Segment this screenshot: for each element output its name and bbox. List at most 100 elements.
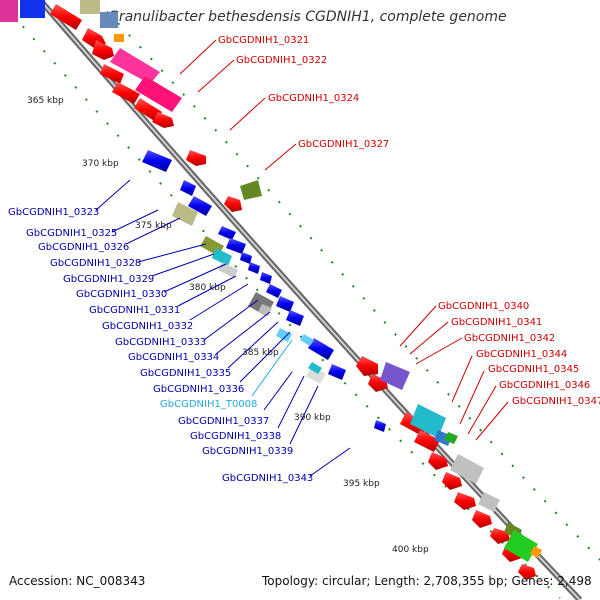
gene-arrow — [142, 150, 172, 172]
gene-arrow — [276, 296, 294, 312]
gene-arrow — [472, 510, 492, 528]
gene-label: GbCGDNIH1_0340 — [438, 301, 529, 312]
gene-label: GbCGDNIH1_0328 — [50, 258, 141, 269]
gene-block-khaki — [80, 0, 100, 14]
gene-label: GbCGDNIH1_0345 — [488, 364, 579, 375]
gene-arrow — [226, 238, 246, 254]
gene-block-orange-2 — [530, 546, 542, 558]
gene-arrow — [180, 180, 196, 196]
gene-arrow — [248, 262, 260, 274]
gene-block-steel — [100, 12, 118, 28]
gene-arrow — [368, 374, 388, 392]
gene-arrow — [442, 472, 462, 490]
genome-title: Granulibacter bethesdensis CGDNIH1, comp… — [108, 9, 507, 25]
gene-arrow — [188, 196, 212, 216]
gene-arrow — [286, 310, 304, 326]
gene-arrow — [152, 112, 174, 128]
gene-label: GbCGDNIH1_0325 — [26, 228, 117, 239]
gene-arrow — [356, 356, 378, 376]
gene-label: GbCGDNIH1_0346 — [499, 380, 590, 391]
gene-label-trna: GbCGDNIH1_T0008 — [160, 399, 257, 410]
gene-block-lightgrey — [218, 262, 238, 278]
gene-arrow — [266, 284, 282, 298]
gene-block-lightblue — [276, 328, 292, 342]
scale-label-370: 370 kbp — [82, 159, 119, 169]
gene-label: GbCGDNIH1_0333 — [115, 337, 206, 348]
gene-label: GbCGDNIH1_0337 — [178, 416, 269, 427]
gene-label: GbCGDNIH1_0330 — [76, 289, 167, 300]
gene-block-purple — [380, 362, 410, 390]
gene-block-blue — [20, 0, 45, 18]
forward-color-blocks — [240, 180, 542, 562]
topology-info: Topology: circular; Length: 2,708,355 bp… — [262, 574, 592, 588]
upper-left-blocks — [0, 0, 182, 112]
scale-label-365: 365 kbp — [27, 96, 64, 106]
gene-arrow — [240, 252, 252, 264]
gene-arrow — [50, 4, 82, 30]
gene-block-olive — [240, 180, 262, 200]
gene-arrow — [186, 150, 206, 166]
gene-arrow — [518, 564, 536, 580]
gene-arrow — [308, 338, 334, 360]
gene-label: GbCGDNIH1_0329 — [63, 274, 154, 285]
gene-block-lightgrey-3 — [306, 366, 326, 384]
gene-arrow — [374, 420, 386, 432]
scale-label-375: 375 kbp — [135, 221, 172, 231]
accession-info: Accession: NC_008343 — [9, 574, 145, 588]
gene-label: GbCGDNIH1_0327 — [298, 139, 389, 150]
scale-label-385: 385 kbp — [242, 348, 279, 358]
gene-block-green-2 — [504, 530, 538, 562]
gene-block-lightgrey — [450, 454, 484, 484]
gene-arrow — [414, 430, 440, 452]
gene-label: GbCGDNIH1_0342 — [464, 333, 555, 344]
gene-block-green — [444, 432, 458, 444]
accession-value: NC_008343 — [76, 574, 146, 588]
gene-block-pink-2 — [135, 76, 182, 112]
gene-block-steelblue — [434, 430, 452, 446]
gene-label: GbCGDNIH1_0343 — [222, 473, 313, 484]
gene-arrow — [218, 226, 236, 240]
gene-arrow — [112, 82, 140, 104]
gene-label: GbCGDNIH1_0323 — [8, 207, 99, 218]
reverse-color-blocks — [172, 202, 326, 384]
gene-label: GbCGDNIH1_0341 — [451, 317, 542, 328]
gene-block-cyan — [212, 248, 232, 266]
gene-label: GbCGDNIH1_0336 — [153, 384, 244, 395]
gene-block-lightblue-2 — [300, 334, 314, 346]
gene-arrow — [260, 272, 272, 284]
gene-label: GbCGDNIH1_0331 — [89, 305, 180, 316]
gene-block-cyan-2 — [308, 362, 322, 374]
gene-block-magenta — [0, 0, 18, 22]
gene-label: GbCGDNIH1_0324 — [268, 93, 359, 104]
gene-label: GbCGDNIH1_0338 — [190, 431, 281, 442]
scale-label-390: 390 kbp — [294, 413, 331, 423]
gene-arrow — [224, 196, 242, 212]
gene-label: GbCGDNIH1_0335 — [140, 368, 231, 379]
scale-label-400: 400 kbp — [392, 545, 429, 555]
gene-label: GbCGDNIH1_0326 — [38, 242, 129, 253]
gene-block-pink — [110, 48, 160, 84]
gene-arrow — [428, 452, 448, 470]
gene-label: GbCGDNIH1_0322 — [236, 55, 327, 66]
scale-labels: 365 kbp 370 kbp 375 kbp 380 kbp 385 kbp … — [27, 96, 429, 555]
gene-arrow — [92, 40, 114, 60]
gene-label: GbCGDNIH1_0332 — [102, 321, 193, 332]
gene-block-orange — [114, 34, 124, 42]
scale-label-395: 395 kbp — [343, 479, 380, 489]
gene-block-khaki — [172, 202, 198, 226]
gene-label: GbCGDNIH1_0339 — [202, 446, 293, 457]
accession-label: Accession: — [9, 574, 73, 588]
scale-label-380: 380 kbp — [189, 283, 226, 293]
gene-label: GbCGDNIH1_0347 — [512, 396, 600, 407]
gene-arrow — [328, 364, 346, 380]
forward-gene-labels: GbCGDNIH1_0321 GbCGDNIH1_0322 GbCGDNIH1_… — [179, 35, 600, 441]
gene-label: GbCGDNIH1_0344 — [476, 349, 567, 360]
gene-block-lightgrey-2 — [478, 492, 500, 512]
gene-arrow — [100, 64, 124, 84]
gene-label: GbCGDNIH1_0334 — [128, 352, 219, 363]
gene-arrow — [134, 98, 162, 122]
reverse-gene-labels: GbCGDNIH1_0323 GbCGDNIH1_0325 GbCGDNIH1_… — [8, 179, 351, 484]
gene-label: GbCGDNIH1_0321 — [218, 35, 309, 46]
